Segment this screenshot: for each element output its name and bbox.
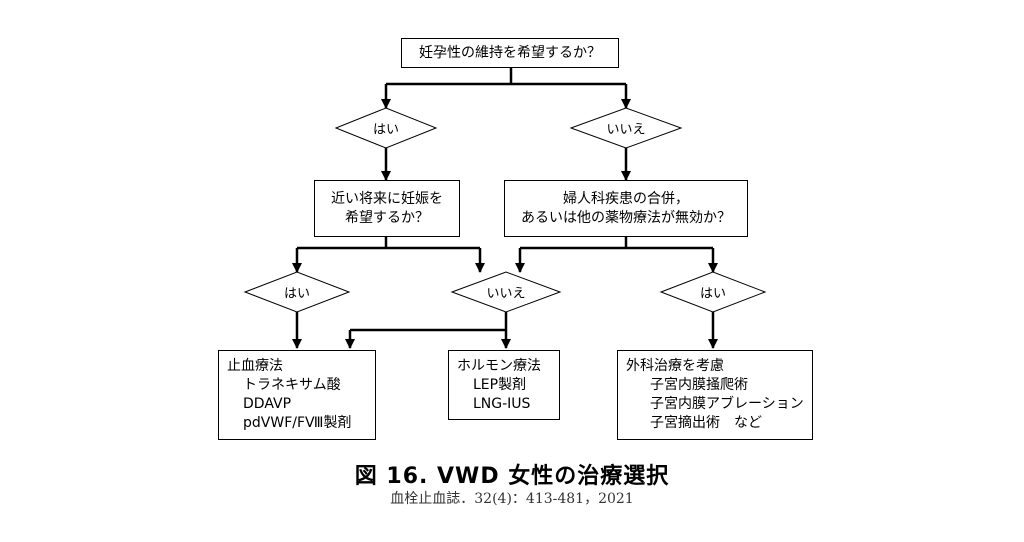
outcome-surgery-item: 子宮内膜掻爬術: [650, 377, 748, 393]
outcome-hormone-title: ホルモン療法: [457, 358, 541, 374]
outcome-hormone-box: ホルモン療法 LEP製剤 LNG-IUS: [448, 350, 560, 420]
question-gynecologic-line-2: あるいは他の薬物療法が無効か？: [521, 209, 731, 226]
question-gynecologic-line-1: 婦人科疾患の合併，: [563, 190, 689, 207]
question-pregnancy-box: 近い将来に妊娠を 希望するか？: [314, 180, 460, 237]
question-fertility-text: 妊孕性の維持を希望するか？: [419, 44, 601, 61]
figure-caption: 図 16. VWD 女性の治療選択: [354, 464, 670, 489]
decision-yes3-label: はい: [699, 286, 727, 302]
decision-yes1-label: はい: [372, 122, 400, 138]
outcome-hemostatic-box: 止血療法 トラネキサム酸 DDAVP pdVWF/FⅧ製剤: [218, 350, 376, 440]
outcome-surgery-item: 子宮内膜アブレーション: [650, 396, 804, 412]
outcome-surgery-box: 外科治療を考慮 子宮内膜掻爬術 子宮内膜アブレーション 子宮摘出術 など: [617, 350, 813, 440]
question-gynecologic-box: 婦人科疾患の合併， あるいは他の薬物療法が無効か？: [504, 180, 748, 237]
decision-no1-label: いいえ: [606, 122, 646, 138]
outcome-hormone-item: LEP製剤: [473, 377, 527, 393]
figure-source: 血栓止血誌．32(4)：413-481，2021: [390, 491, 634, 507]
decision-no2-diamond: [450, 271, 562, 313]
question-pregnancy-line-2: 希望するか？: [345, 209, 429, 226]
decision-yes2-label: はい: [283, 286, 311, 302]
outcome-hemostatic-title: 止血療法: [227, 358, 283, 374]
outcome-surgery-title: 外科治療を考慮: [626, 358, 724, 374]
decision-yes3-diamond: [659, 271, 767, 313]
outcome-hormone-item: LNG-IUS: [473, 396, 531, 412]
decision-no2-label: いいえ: [486, 286, 526, 302]
question-pregnancy-line-1: 近い将来に妊娠を: [331, 190, 443, 207]
decision-yes1-diamond: [334, 107, 438, 149]
outcome-surgery-item: 子宮摘出術 など: [650, 415, 762, 431]
outcome-hemostatic-item: pdVWF/FⅧ製剤: [243, 415, 352, 431]
decision-no1-diamond: [569, 107, 683, 149]
outcome-hemostatic-item: トラネキサム酸: [243, 377, 341, 393]
decision-yes2-diamond: [243, 271, 351, 313]
question-fertility-box: 妊孕性の維持を希望するか？: [401, 38, 619, 68]
outcome-hemostatic-item: DDAVP: [243, 396, 292, 412]
